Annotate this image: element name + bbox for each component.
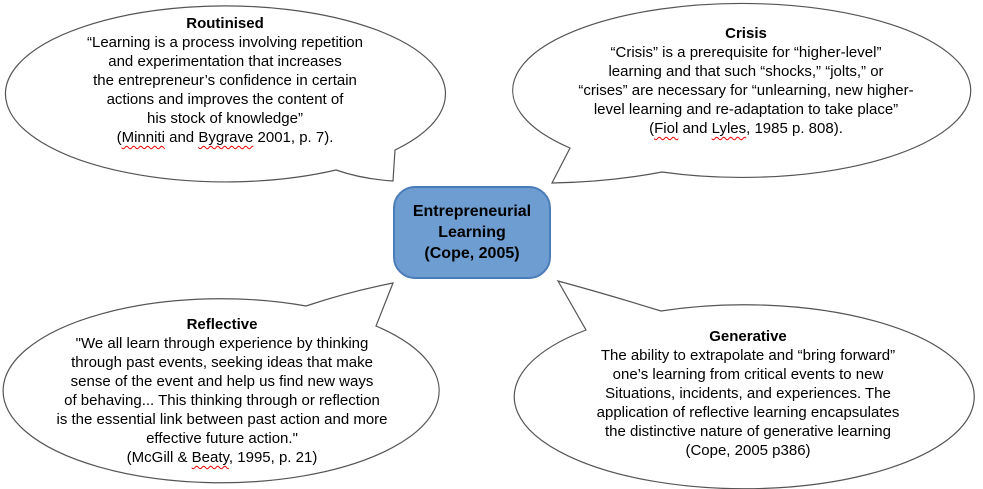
bubble-line: his stock of knowledge” bbox=[147, 110, 303, 127]
bubble-line: Situations, incidents, and experiences. … bbox=[605, 385, 891, 402]
bubble-line: application of reflective learning encap… bbox=[596, 404, 900, 421]
center-box-line-1: Entrepreneurial bbox=[412, 203, 532, 220]
bubble-routinised-title: Routinised bbox=[186, 15, 264, 32]
bubble-line: actions and improves the content of bbox=[106, 91, 344, 108]
bubble-line: one’s learning from critical events to n… bbox=[612, 366, 884, 383]
bubble-line: (Minniti and Bygrave 2001, p. 7). bbox=[116, 129, 334, 146]
bubble-crisis: Crisis “Crisis” is a prerequisite for “h… bbox=[536, 24, 956, 138]
misspelled-word: Minniti bbox=[121, 129, 165, 146]
bubble-line: the entrepreneur’s confidence in certain bbox=[93, 72, 357, 89]
bubble-line: level learning and re-adaptation to take… bbox=[593, 101, 899, 118]
bubble-line: through past events, seeking ideas that … bbox=[71, 354, 373, 371]
bubble-routinised-body: “Learning is a process involving repetit… bbox=[15, 33, 435, 147]
center-box-line-2: Learning bbox=[438, 224, 506, 241]
bubble-line: and experimentation that increases bbox=[108, 53, 342, 70]
bubble-generative: Generative The ability to extrapolate an… bbox=[543, 327, 953, 460]
speech-bubble-generative bbox=[513, 280, 975, 489]
bubble-line: “Learning is a process involving repetit… bbox=[87, 34, 363, 51]
speech-bubble-crisis bbox=[512, 2, 972, 184]
bubble-line: effective future action." bbox=[146, 430, 298, 447]
bubble-reflective: Reflective "We all learn through experie… bbox=[22, 315, 422, 467]
bubble-line: The ability to extrapolate and “bring fo… bbox=[600, 347, 896, 364]
bubble-line: (Fiol and Lyles, 1985 p. 808). bbox=[649, 120, 843, 137]
bubble-routinised: Routinised “Learning is a process involv… bbox=[15, 14, 435, 147]
bubble-line: of behaving... This thinking through or … bbox=[64, 392, 380, 409]
misspelled-word: Beaty bbox=[191, 449, 229, 466]
misspelled-word: Fiol bbox=[654, 120, 679, 137]
misspelled-word: Bygrave bbox=[198, 129, 254, 146]
bubble-line: learning and that such “shocks,” “jolts,… bbox=[608, 63, 884, 80]
bubble-line: the distinctive nature of generative lea… bbox=[604, 423, 891, 440]
bubble-line: “Crisis” is a prerequisite for “higher-l… bbox=[610, 44, 882, 61]
bubble-line: "We all learn through experience by thin… bbox=[75, 335, 369, 352]
speech-bubble-reflective bbox=[2, 282, 440, 484]
bubble-crisis-body: “Crisis” is a prerequisite for “higher-l… bbox=[536, 43, 956, 138]
bubble-line: “crises” are necessary for “unlearning, … bbox=[578, 82, 914, 99]
center-box: Entrepreneurial Learning (Cope, 2005) bbox=[393, 186, 551, 279]
bubble-reflective-body: "We all learn through experience by thin… bbox=[22, 334, 422, 467]
center-box-line-3: (Cope, 2005) bbox=[424, 245, 520, 262]
bubble-line: sense of the event and help us find new … bbox=[70, 373, 374, 390]
bubble-line: is the essential link between past actio… bbox=[56, 411, 388, 428]
misspelled-word: Lyles bbox=[711, 120, 747, 137]
bubble-reflective-title: Reflective bbox=[186, 316, 258, 333]
speech-bubble-routinised bbox=[4, 5, 447, 183]
bubble-generative-body: The ability to extrapolate and “bring fo… bbox=[543, 346, 953, 460]
bubble-generative-title: Generative bbox=[709, 328, 787, 345]
bubble-crisis-title: Crisis bbox=[725, 25, 767, 42]
bubble-line: (McGill & Beaty, 1995, p. 21) bbox=[126, 449, 318, 466]
bubble-line: (Cope, 2005 p386) bbox=[685, 442, 811, 459]
